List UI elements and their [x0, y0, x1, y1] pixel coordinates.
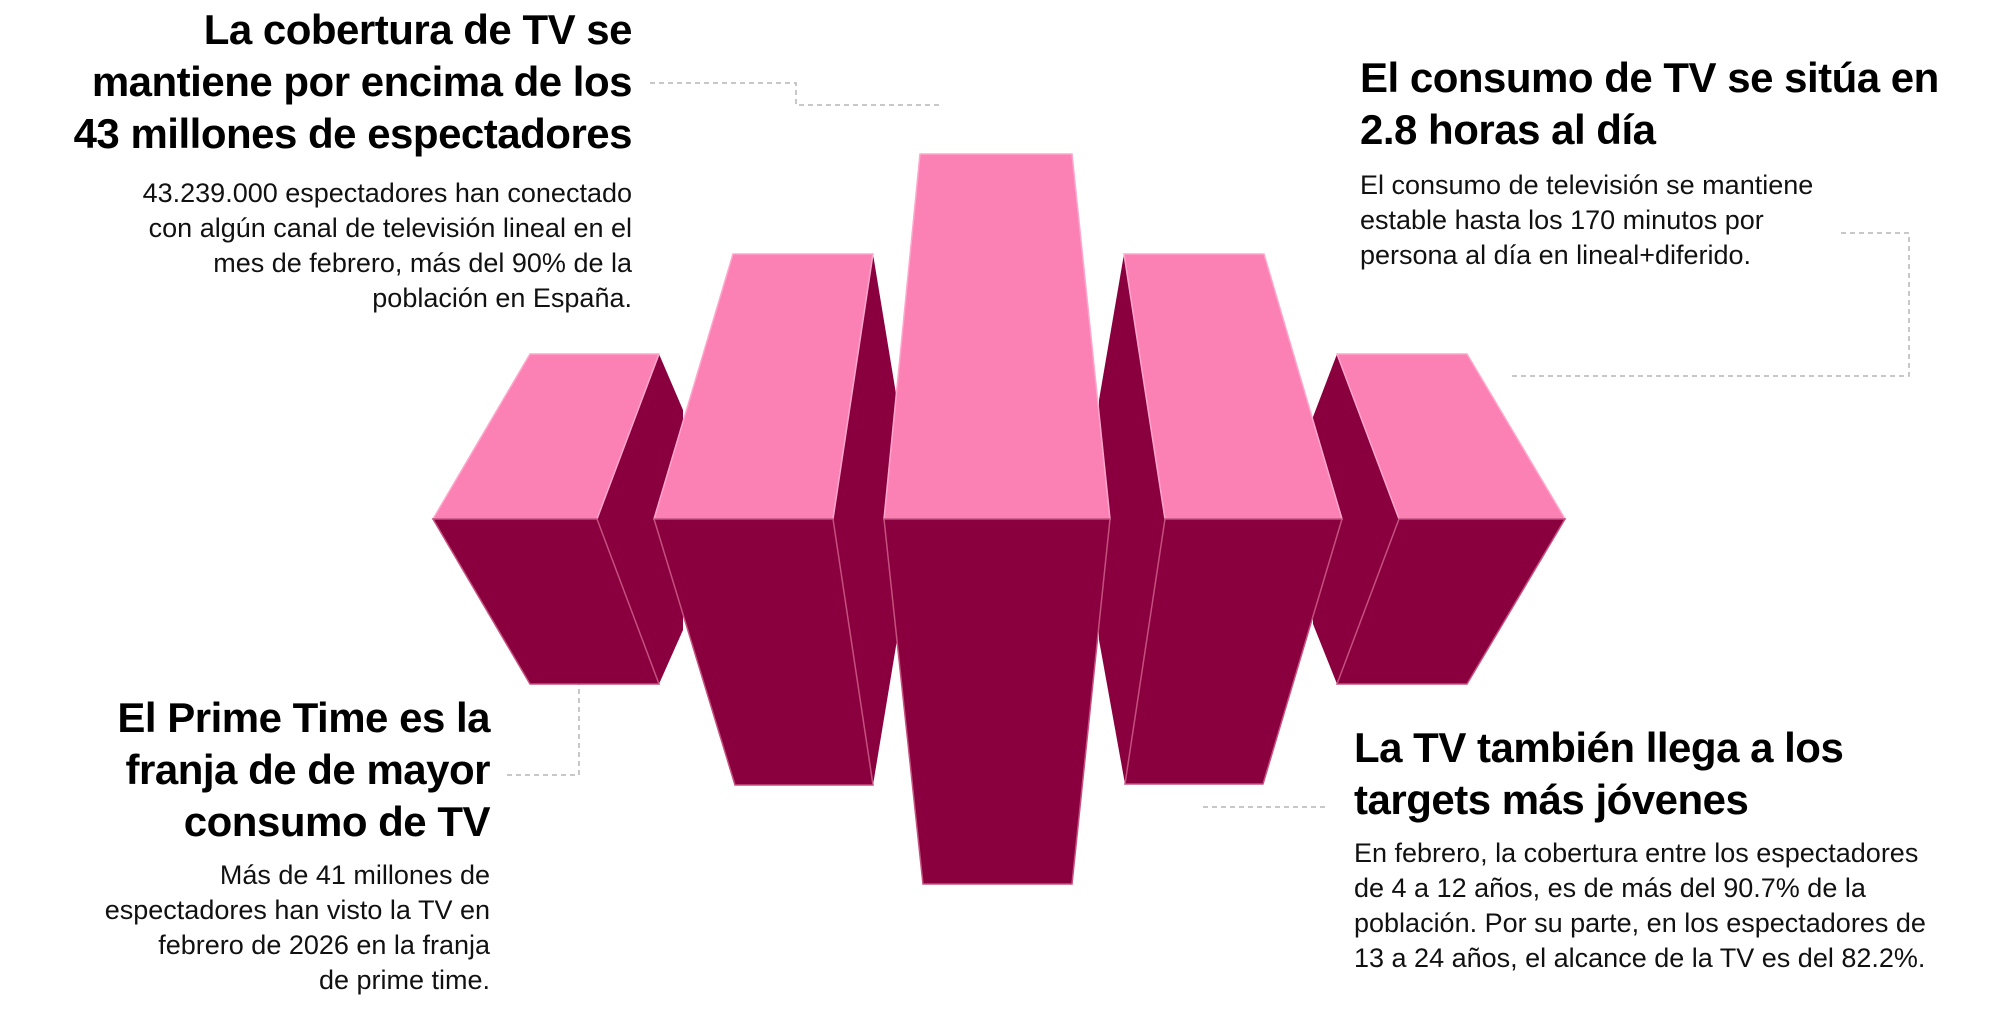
heading-tv-coverage: La cobertura de TV se mantiene por encim…: [20, 4, 633, 160]
block-tv-consumption: El consumo de TV se sitúa en 2.8 horas a…: [1360, 52, 1980, 273]
body-line: población en España.: [372, 283, 632, 313]
bar-1-side: [597, 354, 683, 684]
body-line: de prime time.: [318, 965, 490, 995]
body-tv-coverage: 43.239.000 espectadores han conectado co…: [20, 176, 632, 316]
bar-4-front: [1124, 518, 1344, 785]
connector-top-right: [1512, 232, 1910, 377]
body-prime-time: Más de 41 millones de espectadores han v…: [40, 858, 490, 998]
heading-line: 2.8 horas al día: [1360, 106, 1656, 153]
heading-young-targets: La TV también llega a los targets más jó…: [1354, 722, 1994, 826]
bar-3: [883, 153, 1111, 885]
body-line: estable hasta los 170 minutos por: [1360, 205, 1764, 235]
heading-line: targets más jóvenes: [1354, 776, 1749, 823]
heading-line: consumo de TV: [183, 798, 491, 845]
body-line: febrero de 2026 en la franja: [158, 930, 490, 960]
heading-line: El consumo de TV se sitúa en: [1360, 54, 1939, 101]
block-prime-time: El Prime Time es la franja de de mayor c…: [40, 692, 491, 998]
bar-3-front: [883, 518, 1111, 885]
bar-5-front: [1335, 518, 1567, 685]
heading-line: mantiene por encima de los: [91, 58, 633, 105]
bar-5: [1313, 353, 1567, 685]
body-line: 13 a 24 años, el alcance de la TV es del…: [1354, 943, 1926, 973]
bar-2-side: [833, 254, 897, 785]
body-line: 43.239.000 espectadores han conectado: [142, 178, 632, 208]
bar-5-side: [1313, 354, 1399, 684]
bar-2: [652, 253, 897, 786]
bar-2-front: [652, 518, 874, 786]
connector-top-left: [650, 82, 943, 106]
heading-tv-consumption: El consumo de TV se sitúa en 2.8 horas a…: [1360, 52, 1980, 156]
bar-1: [431, 353, 683, 685]
heading-prime-time: El Prime Time es la franja de de mayor c…: [40, 692, 490, 848]
bar-4-side: [1099, 254, 1165, 784]
body-line: Más de 41 millones de: [219, 860, 490, 890]
bar-4: [1099, 253, 1344, 785]
body-line: espectadores han visto la TV en: [104, 895, 490, 925]
body-line: El consumo de televisión se mantiene: [1360, 170, 1814, 200]
body-line: con algún canal de televisión lineal en …: [148, 213, 632, 243]
body-line: de 4 a 12 años, es de más del 90.7% de l…: [1354, 873, 1866, 903]
body-tv-consumption: El consumo de televisión se mantiene est…: [1360, 168, 1900, 273]
heading-line: franja de de mayor: [125, 746, 491, 793]
body-line: En febrero, la cobertura entre los espec…: [1354, 838, 1919, 868]
body-line: mes de febrero, más del 90% de la: [213, 248, 632, 278]
bar-3-top: [883, 153, 1111, 520]
heading-line: La cobertura de TV se: [203, 6, 633, 53]
heading-line: 43 millones de espectadores: [73, 110, 633, 157]
body-line: persona al día en lineal+diferido.: [1360, 240, 1752, 270]
bar-1-front: [431, 518, 661, 685]
body-line: población. Por su parte, en los espectad…: [1354, 908, 1926, 938]
body-young-targets: En febrero, la cobertura entre los espec…: [1354, 836, 1994, 976]
block-young-targets: La TV también llega a los targets más jó…: [1354, 722, 1994, 976]
block-tv-coverage: La cobertura de TV se mantiene por encim…: [20, 4, 633, 316]
heading-line: El Prime Time es la: [117, 694, 490, 741]
heading-line: La TV también llega a los: [1354, 724, 1844, 771]
